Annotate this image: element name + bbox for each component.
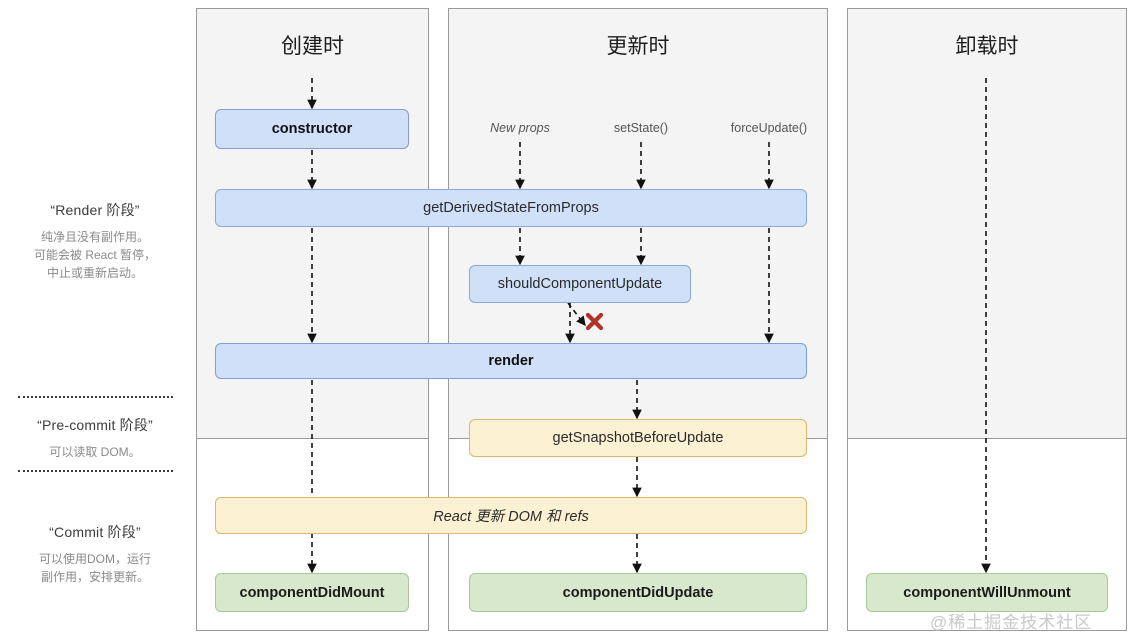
legend-precommit-phase: “Pre-commit 阶段” 可以读取 DOM。: [0, 415, 190, 461]
legend-divider-bottom: [18, 470, 173, 472]
box-constructor[interactable]: constructor: [215, 109, 409, 149]
legend-precommit-phase-line-1: 可以读取 DOM。: [49, 445, 141, 459]
legend-commit-phase-title: “Commit 阶段”: [49, 524, 141, 540]
box-render[interactable]: render: [215, 343, 807, 379]
legend-divider-top: [18, 396, 173, 398]
legend-render-phase-line-3: 中止或重新启动。: [46, 266, 143, 280]
trigger-force-update: forceUpdate(): [730, 121, 808, 135]
trigger-set-state: setState(): [613, 121, 669, 135]
legend-render-phase-line-1: 纯净且没有副作用。: [40, 230, 149, 244]
update-panel-title: 更新时: [606, 35, 670, 58]
legend-precommit-phase-title: “Pre-commit 阶段”: [37, 417, 153, 433]
watermark: @稀土掘金技术社区: [930, 613, 1093, 632]
mount-panel: [196, 8, 429, 631]
legend-commit-phase: “Commit 阶段” 可以使用DOM，运行 副作用，安排更新。: [0, 522, 190, 586]
legend-render-phase-body: 纯净且没有副作用。 可能会被 React 暂停， 中止或重新启动。: [0, 228, 190, 282]
mount-phase-divider: [196, 438, 429, 439]
phase-legend-column: “Render 阶段” 纯净且没有副作用。 可能会被 React 暂停， 中止或…: [0, 0, 190, 643]
box-component-did-mount[interactable]: componentDidMount: [215, 573, 409, 612]
box-should-component-update[interactable]: shouldComponentUpdate: [469, 265, 691, 303]
legend-commit-phase-body: 可以使用DOM，运行 副作用，安排更新。: [0, 550, 190, 586]
box-component-will-unmount[interactable]: componentWillUnmount: [866, 573, 1108, 612]
legend-render-phase-title: “Render 阶段”: [50, 202, 140, 218]
mount-panel-title: 创建时: [281, 35, 344, 58]
box-get-snapshot-before-update[interactable]: getSnapshotBeforeUpdate: [469, 419, 807, 457]
unmount-phase-divider: [847, 438, 1127, 439]
unmount-panel: [847, 8, 1127, 631]
legend-render-phase-line-2: 可能会被 React 暂停，: [33, 248, 157, 262]
update-panel: [448, 8, 828, 631]
trigger-new-props: New props: [490, 121, 550, 135]
legend-precommit-phase-body: 可以读取 DOM。: [0, 443, 190, 461]
unmount-panel-shade: [848, 9, 1126, 438]
legend-commit-phase-line-1: 可以使用DOM，运行: [39, 552, 151, 566]
legend-commit-phase-line-2: 副作用，安排更新。: [40, 570, 149, 584]
unmount-panel-title: 卸载时: [955, 35, 1019, 58]
box-react-updates-dom-and-refs[interactable]: React 更新 DOM 和 refs: [215, 497, 807, 534]
box-component-did-update[interactable]: componentDidUpdate: [469, 573, 807, 612]
legend-render-phase: “Render 阶段” 纯净且没有副作用。 可能会被 React 暂停， 中止或…: [0, 200, 190, 282]
box-get-derived-state-from-props[interactable]: getDerivedStateFromProps: [215, 189, 807, 227]
